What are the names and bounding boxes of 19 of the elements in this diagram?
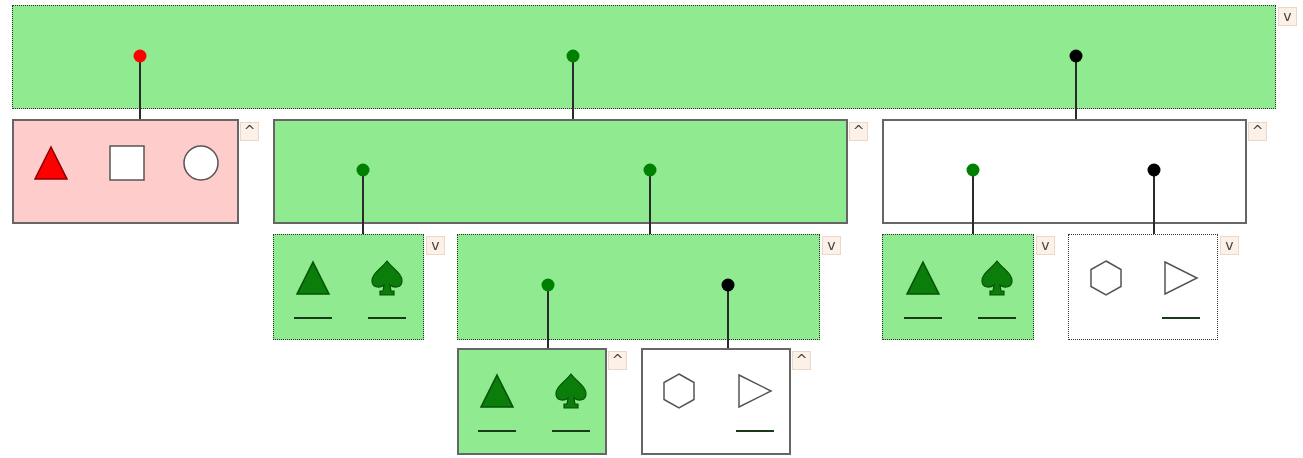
pin-connector [356,163,370,235]
pin-connector [721,278,735,349]
pin-connector [1147,163,1161,235]
pin-connector [1069,49,1083,120]
pin-connector [966,163,980,235]
collapse-toggle: v [1036,236,1055,255]
collapse-toggle: v [1278,7,1297,26]
collapse-toggle: ^ [1248,122,1267,141]
collapse-toggle: ^ [240,122,259,141]
collapse-toggle: v [1220,236,1239,255]
collapse-toggle: ^ [792,351,811,370]
collapse-toggle: ^ [849,122,868,141]
pin-connector [643,163,657,235]
pin-connector [566,49,580,120]
pin-connector [133,49,147,120]
collapse-toggle: ^ [608,351,627,370]
collapse-toggle: v [822,236,841,255]
pin-connector [541,278,555,349]
collapse-toggle: v [426,236,445,255]
